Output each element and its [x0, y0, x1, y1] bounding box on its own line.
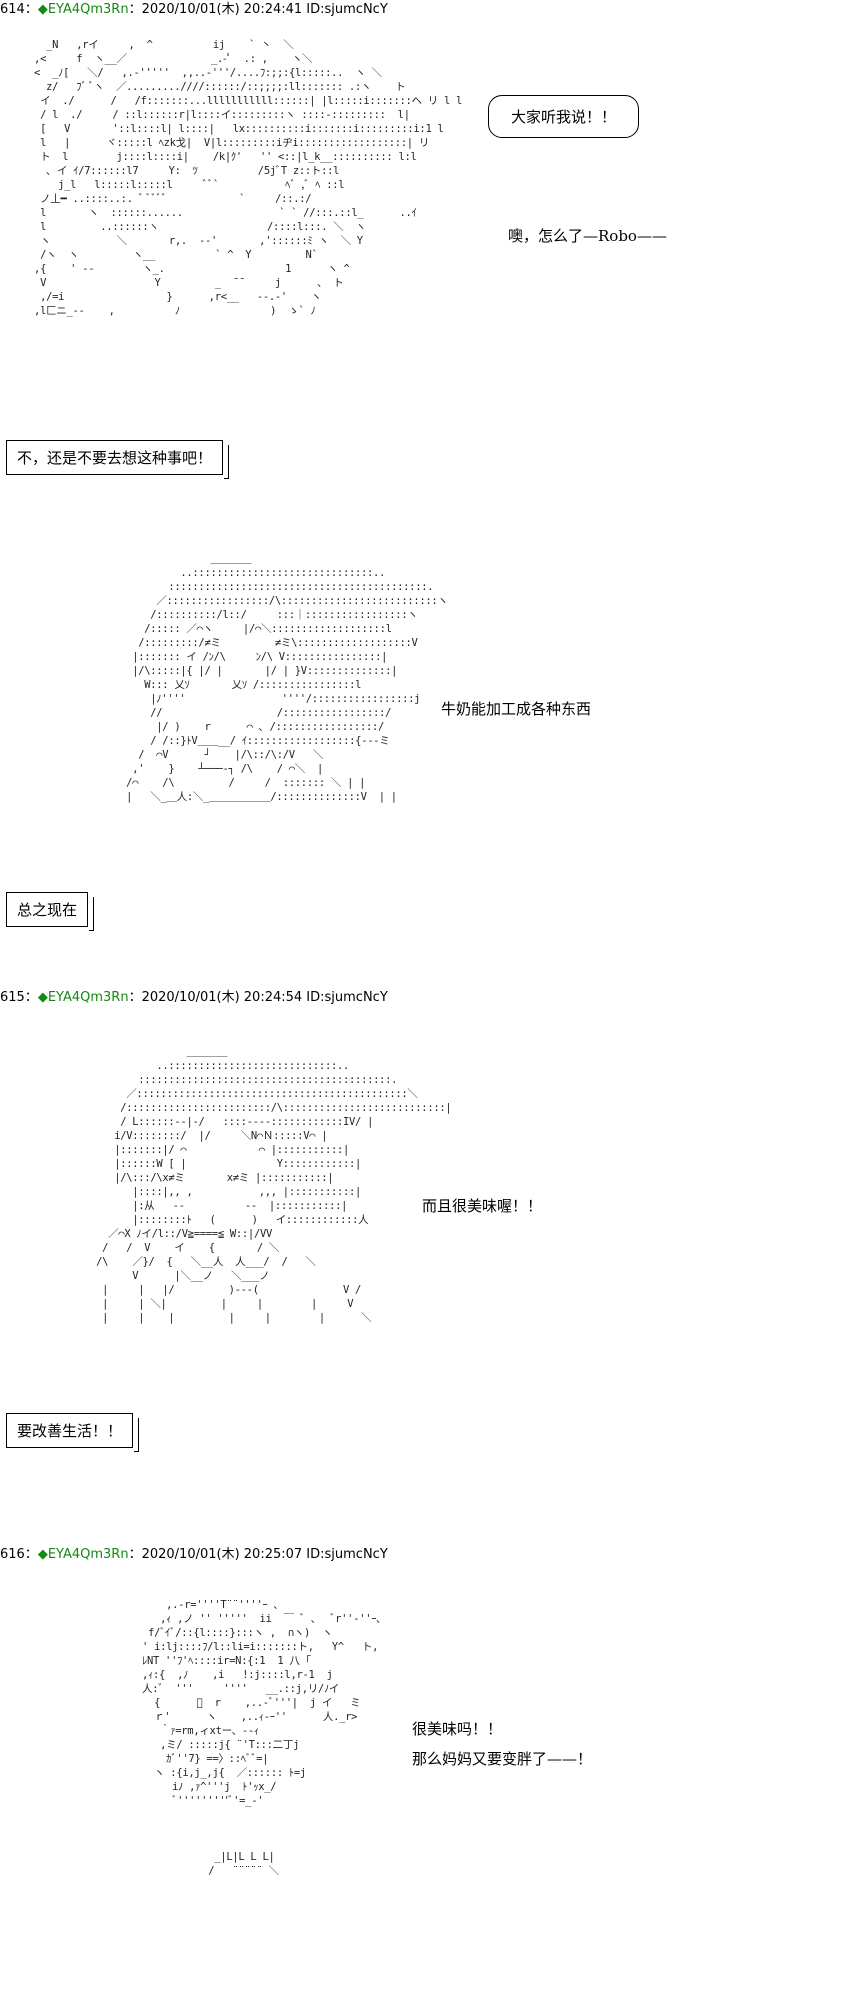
tripcode[interactable]: ◆EYA4Qm3Rn	[37, 990, 129, 1005]
post-date-id: ：2020/10/01(木) 20:24:41 ID:sjumcNcY	[128, 2, 388, 17]
tripcode[interactable]: ◆EYA4Qm3Rn	[37, 2, 129, 17]
speech-bubble: 大家听我说！！	[488, 95, 640, 138]
dialogue-line: 那么妈妈又要变胖了——！	[412, 1750, 593, 1768]
post-date-id: ：2020/10/01(木) 20:25:07 ID:sjumcNcY	[128, 1547, 388, 1562]
dialogue-line: 牛奶能加工成各种东西	[441, 700, 592, 718]
ascii-art-character: ＿＿＿＿ ..::::::::::::::::::::::::::::.. ::…	[96, 1046, 452, 1324]
post-header-615: 615：◆EYA4Qm3Rn：2020/10/01(木) 20:24:54 ID…	[0, 990, 388, 1006]
dialogue-line: 而且很美味喔！！	[422, 1197, 543, 1215]
post-number: 614：	[0, 2, 38, 17]
post-number: 616：	[0, 1547, 38, 1562]
dialogue-line: 很美味吗！！	[412, 1720, 503, 1738]
post-date-id: ：2020/10/01(木) 20:24:54 ID:sjumcNcY	[128, 990, 388, 1005]
narration-box: 要改善生活！！	[6, 1413, 140, 1452]
narration-box: 不，还是不要去想这种事吧！	[6, 440, 230, 479]
post-number: 615：	[0, 990, 38, 1005]
ascii-art-character: ,.-r=''''T¨¨''''ｰ ､ ,ｨ ,ノ '' ''''' ii ￣ …	[142, 1599, 382, 1877]
narration-box: 总之现在	[6, 892, 95, 931]
tripcode[interactable]: ◆EYA4Qm3Rn	[37, 1547, 129, 1562]
dialogue-line: 噢，怎么了—Robo——	[508, 227, 667, 245]
post-header-616: 616：◆EYA4Qm3Rn：2020/10/01(木) 20:25:07 ID…	[0, 1547, 388, 1563]
ascii-art-character: ＿＿＿＿ ..::::::::::::::::::::::::::::::.. …	[126, 553, 448, 803]
ascii-art-character: _N ,rイ , ^ ij ` 丶 ＼ ,< f ヽ__／ _.-ﾟ .: , …	[34, 39, 463, 317]
post-header-614: 614：◆EYA4Qm3Rn：2020/10/01(木) 20:24:41 ID…	[0, 2, 388, 18]
